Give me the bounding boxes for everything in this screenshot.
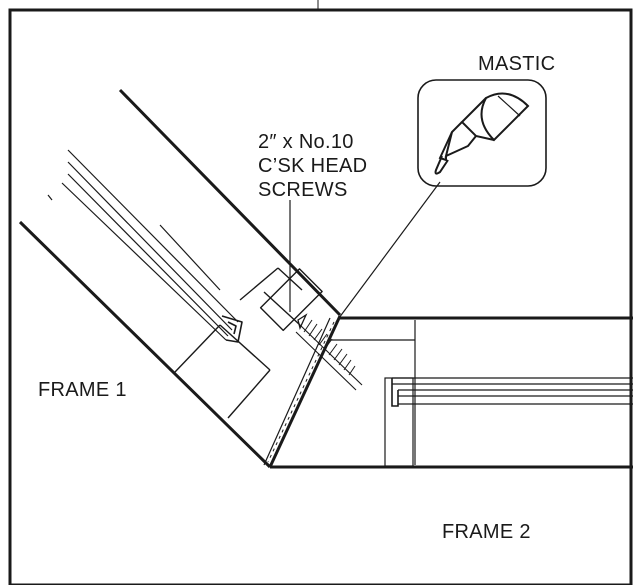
frame-1-top-edge: [118, 88, 342, 317]
frame-2-glazing: [392, 377, 633, 405]
frame-2-section: [270, 316, 633, 469]
mastic-leader: [335, 181, 441, 323]
screw-icon: [295, 313, 363, 391]
mastic-cartridge-nozzle-icon: [417, 79, 547, 187]
label-screws-line-2: C’SK HEAD: [258, 155, 367, 177]
diagram-border: [8, 0, 633, 585]
label-frame-1: FRAME 1: [38, 379, 127, 401]
label-screws-line-3: SCREWS: [258, 179, 348, 201]
label-frame-2: FRAME 2: [442, 521, 531, 543]
frame-1-section: [18, 88, 342, 469]
mitre-joint-line-inner: [263, 317, 331, 466]
label-screws-line-1: 2″ x No.10: [258, 131, 354, 153]
frame-1-glazing-end: [221, 315, 243, 343]
screw-pocket: [259, 268, 323, 332]
mastic-bead-dots: [267, 321, 335, 463]
label-mastic: MASTIC: [478, 53, 555, 75]
leader-lines: [289, 181, 441, 323]
mitre-joint-line-outer: [268, 315, 342, 468]
frame-1-bottom-edge: [18, 220, 272, 469]
labels: MASTIC 2″ x No.10 C’SK HEAD SCREWS FRAME…: [38, 53, 555, 543]
frame-1-glazing: [47, 149, 239, 341]
